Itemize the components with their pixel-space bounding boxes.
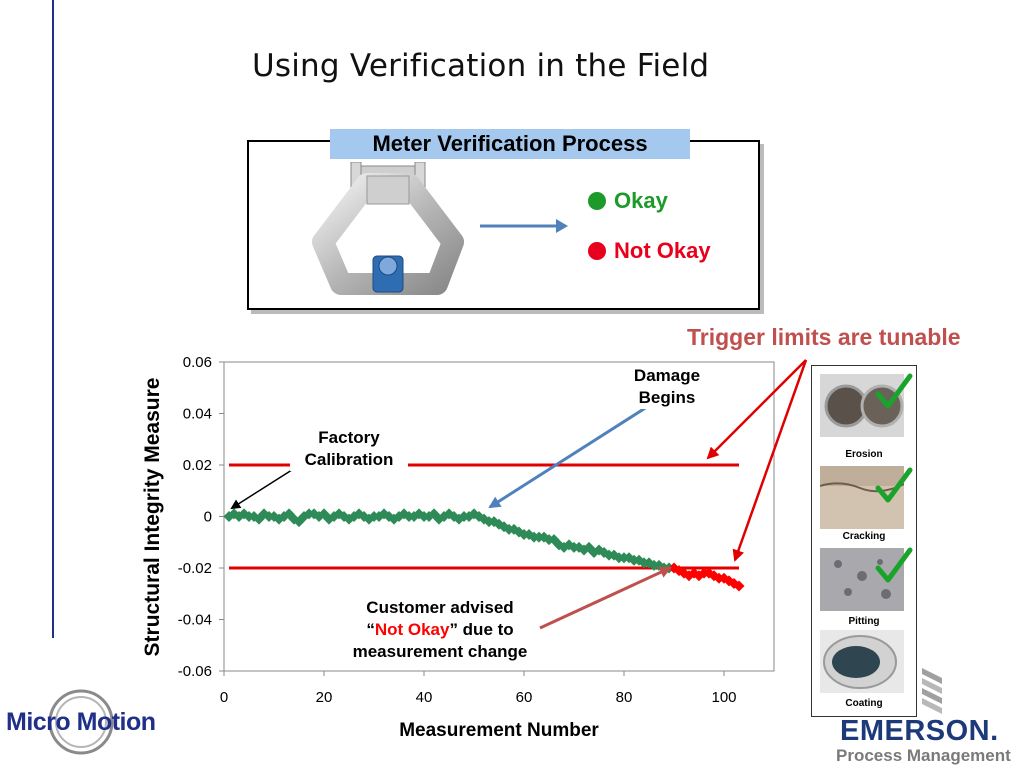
legend-okay: Okay <box>588 188 668 214</box>
x-tick-label: 20 <box>316 689 333 706</box>
factory-line2: Calibration <box>290 449 408 471</box>
legend-not-okay-label: Not Okay <box>614 238 711 263</box>
trigger-arrow-lower <box>732 359 808 562</box>
coating-caption: Coating <box>845 698 883 709</box>
cracking-photo <box>820 466 904 529</box>
damage-gallery: Erosion Cracking Pitting Coating <box>811 365 917 717</box>
factory-calibration-callout: Factory Calibration <box>290 427 408 471</box>
emerson-brand: EMERSON. <box>840 715 999 747</box>
y-tick-label: -0.04 <box>178 612 212 629</box>
damage-begins-callout: Damage Begins <box>612 365 722 409</box>
data-point <box>733 580 745 592</box>
y-tick-label: 0 <box>204 509 212 526</box>
y-axis-label: Structural Integrity Measure <box>141 378 164 657</box>
slide-divider-line <box>52 0 54 638</box>
y-tick-label: 0.04 <box>183 406 212 423</box>
customer-line2: “Not Okay” due to <box>330 619 550 641</box>
legend-not-okay: Not Okay <box>588 238 711 264</box>
y-tick-label: -0.06 <box>178 663 212 680</box>
factory-calibration-arrow <box>230 467 296 510</box>
trigger-limits-label: Trigger limits are tunable <box>687 324 961 350</box>
y-axis: 0.06 0.04 0.02 0 -0.02 -0.04 -0.06 <box>178 354 224 680</box>
customer-advised-callout: Customer advised “Not Okay” due to measu… <box>330 597 550 663</box>
x-tick-label: 60 <box>516 689 533 706</box>
x-tick-label: 0 <box>220 689 228 706</box>
x-tick-label: 80 <box>616 689 633 706</box>
y-tick-label: 0.02 <box>183 457 212 474</box>
trigger-arrow-upper <box>706 359 807 460</box>
emerson-subtitle: Process Management <box>836 746 1011 765</box>
legend-okay-label: Okay <box>614 188 668 213</box>
micro-motion-logo-text: Micro Motion <box>6 708 156 736</box>
coating-photo <box>820 630 904 693</box>
green-dot-icon <box>588 192 606 210</box>
emerson-mark-icon <box>922 668 942 714</box>
pitting-caption: Pitting <box>848 616 880 627</box>
damage-begins-arrow <box>488 403 651 509</box>
x-axis: 0 20 40 60 80 100 <box>220 671 737 706</box>
damage-line2: Begins <box>638 388 696 407</box>
data-points <box>223 508 745 592</box>
red-dot-icon <box>588 242 606 260</box>
cracking-caption: Cracking <box>842 531 886 542</box>
open-quote: “ <box>366 620 375 639</box>
x-tick-label: 100 <box>711 689 736 706</box>
check-icon <box>875 373 913 409</box>
factory-line1: Factory <box>318 428 380 447</box>
y-tick-label: -0.02 <box>178 560 212 577</box>
micro-motion-logo-icon <box>48 689 114 755</box>
customer-line3: measurement change <box>352 642 528 661</box>
y-tick-label: 0.06 <box>183 354 212 371</box>
check-icon <box>875 547 913 583</box>
slide-title: Using Verification in the Field <box>252 48 710 84</box>
erosion-photo <box>820 374 904 437</box>
damage-line1: Damage <box>633 366 701 385</box>
check-icon <box>875 467 913 503</box>
customer-not-okay: Not Okay <box>374 620 450 639</box>
customer-advised-arrow <box>539 566 672 630</box>
x-tick-label: 40 <box>416 689 433 706</box>
x-axis-label: Measurement Number <box>399 720 599 741</box>
customer-due-to: ” due to <box>449 620 514 639</box>
customer-line1: Customer advised <box>366 598 514 617</box>
coriolis-meter-icon <box>312 162 464 295</box>
erosion-caption: Erosion <box>845 449 883 460</box>
flow-arrow <box>480 219 568 233</box>
process-title: Meter Verification Process <box>330 129 690 159</box>
